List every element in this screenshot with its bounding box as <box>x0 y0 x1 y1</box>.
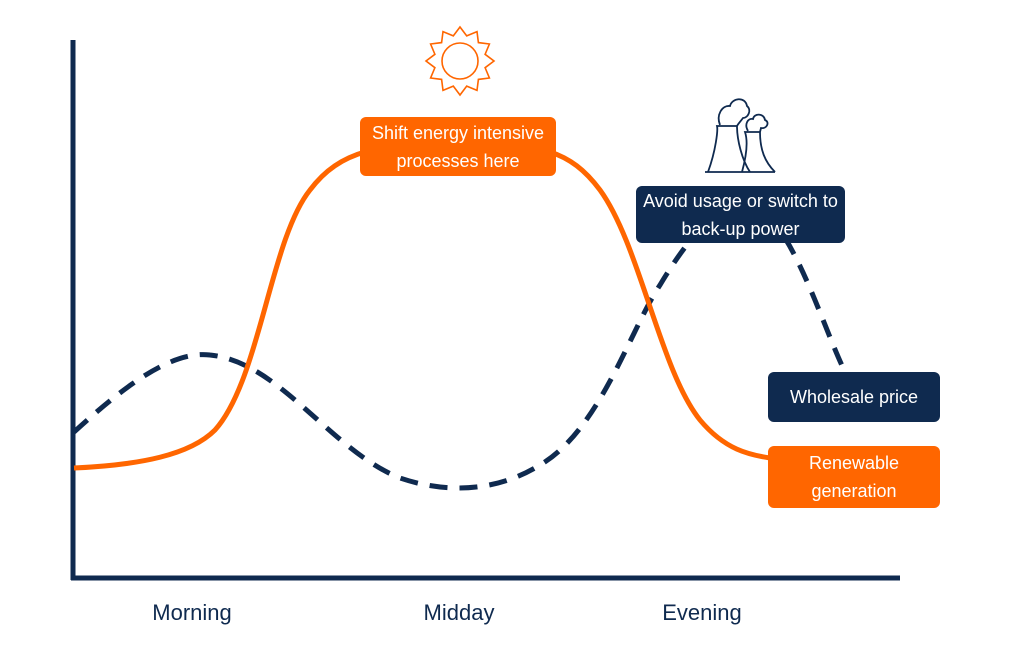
power-plant-icon <box>705 98 776 173</box>
x-label-morning: Morning <box>152 600 232 625</box>
sun-icon <box>424 25 496 97</box>
x-label-evening: Evening <box>662 600 742 625</box>
wholesale-price-text: Wholesale price <box>789 387 919 407</box>
wholesale-price-label: Wholesale price <box>768 372 940 422</box>
renewable-generation-text: Renewable generation <box>808 453 900 501</box>
avoid-annotation-text: Avoid usage or switch to back-up power <box>643 190 838 239</box>
shift-annotation: Shift energy intensive processes here <box>360 117 556 176</box>
renewable-generation-label: Renewable generation <box>768 446 940 508</box>
shift-annotation-text: Shift energy intensive processes here <box>371 122 545 171</box>
x-label-midday: Midday <box>423 600 495 625</box>
avoid-annotation: Avoid usage or switch to back-up power <box>636 186 845 243</box>
